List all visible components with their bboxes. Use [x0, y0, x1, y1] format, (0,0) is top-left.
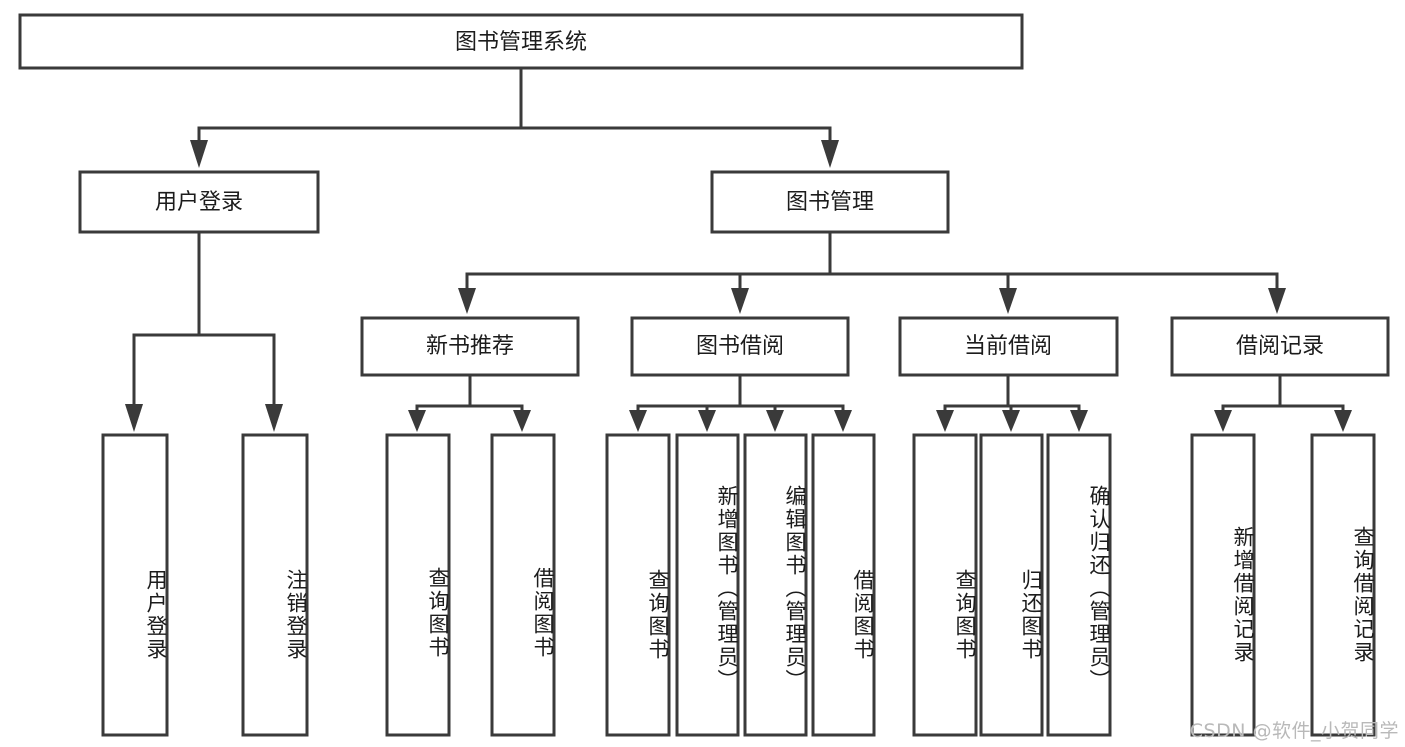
leaf-borrow-book-2-box[interactable] [811, 433, 876, 737]
leaf-add-book-box[interactable] [675, 433, 740, 737]
node-book-borrow-box[interactable] [630, 316, 850, 377]
csdn-watermark: CSDN @软件_小贺同学 [1189, 720, 1399, 742]
leaf-confirm-return-box[interactable] [1046, 433, 1112, 737]
arrowhead-current-borrow [999, 288, 1017, 314]
arrowhead-leaf-borrow-book-1 [513, 410, 531, 432]
connector-group-current-borrow-children [936, 373, 1088, 432]
arrowhead-leaf-add-record [1214, 410, 1232, 432]
arrowhead-user-login [190, 140, 208, 168]
connector-group-root-to-level2 [190, 66, 839, 168]
leaf-borrow-book-1-box[interactable] [490, 433, 556, 737]
leaf-add-record-box[interactable] [1190, 433, 1256, 737]
node-root-system-box[interactable] [18, 13, 1024, 70]
arrowhead-leaf-confirm-return [1070, 410, 1088, 432]
arrowhead-leaf-query-book-2 [629, 410, 647, 432]
leaf-user-login-box[interactable] [101, 433, 169, 737]
node-new-book-recommend[interactable]: 新书推荐 [360, 316, 580, 377]
arrowhead-leaf-query-record [1334, 410, 1352, 432]
arrowhead-borrow-record [1268, 288, 1286, 314]
arrowhead-book-borrow [731, 288, 749, 314]
arrowhead-leaf-return-book [1002, 410, 1020, 432]
leaf-edit-book-box[interactable] [743, 433, 808, 737]
arrowhead-leaf-add-book [698, 410, 716, 432]
node-book-management[interactable]: 图书管理 [710, 170, 950, 234]
node-root-system[interactable]: 图书管理系统 [18, 13, 1024, 70]
node-book-borrow[interactable]: 图书借阅 [630, 316, 850, 377]
node-new-book-recommend-box[interactable] [360, 316, 580, 377]
leaf-query-book-2-box[interactable] [605, 433, 671, 737]
node-borrow-record-box[interactable] [1170, 316, 1390, 377]
connector-group-new-book-recommend-children [408, 373, 531, 432]
leaf-query-book-3-box[interactable] [912, 433, 978, 737]
arrowhead-leaf-user-logout [265, 404, 283, 432]
node-user-login-box[interactable] [78, 170, 320, 234]
arrowhead-leaf-query-book-1 [408, 410, 426, 432]
node-current-borrow[interactable]: 当前借阅 [898, 316, 1119, 377]
node-current-borrow-box[interactable] [898, 316, 1119, 377]
node-user-login[interactable]: 用户登录 [78, 170, 320, 234]
node-book-management-box[interactable] [710, 170, 950, 234]
arrowhead-new-book-recommend [458, 288, 476, 314]
connector-group-book-management-children [458, 230, 1286, 314]
leaf-return-book-box[interactable] [979, 433, 1044, 737]
arrowhead-leaf-query-book-3 [936, 410, 954, 432]
arrowhead-leaf-borrow-book-2 [834, 410, 852, 432]
connector-group-user-login-children [125, 230, 283, 432]
leaf-query-record-box[interactable] [1310, 433, 1376, 737]
node-book-borrow-label: 图书借阅 [696, 334, 784, 359]
node-root-system-label: 图书管理系统 [455, 30, 587, 55]
arrowhead-book-management [821, 140, 839, 168]
leaf-user-logout-box[interactable] [241, 433, 309, 737]
connector-group-book-borrow-children [629, 373, 852, 432]
arrowhead-leaf-user-login [125, 404, 143, 432]
node-current-borrow-label: 当前借阅 [964, 334, 1052, 359]
node-book-management-label: 图书管理 [786, 190, 874, 215]
leaf-boxes-group [101, 433, 1376, 737]
connector-group-borrow-record-children [1214, 373, 1352, 432]
leaf-query-book-1-box[interactable] [385, 433, 451, 737]
arrowhead-leaf-edit-book [766, 410, 784, 432]
node-user-login-label: 用户登录 [155, 190, 243, 215]
node-borrow-record-label: 借阅记录 [1236, 334, 1324, 359]
node-borrow-record[interactable]: 借阅记录 [1170, 316, 1390, 377]
node-new-book-recommend-label: 新书推荐 [426, 334, 514, 359]
